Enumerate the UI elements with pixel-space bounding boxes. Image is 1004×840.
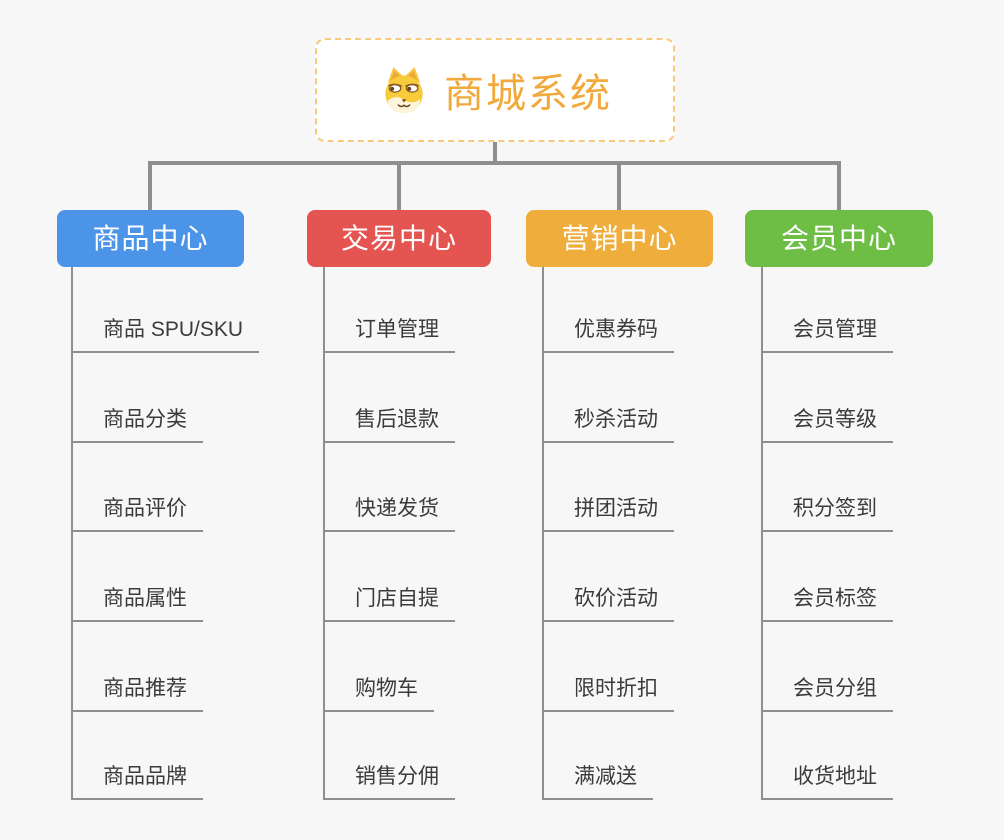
branch-node-product-center[interactable]: 商品中心 xyxy=(57,210,244,267)
connector-drop-product xyxy=(148,161,152,210)
trunk-line-product xyxy=(71,267,73,800)
leaf-node[interactable]: 会员分组 xyxy=(761,676,893,712)
branch-node-marketing-center[interactable]: 营销中心 xyxy=(526,210,713,267)
leaf-node[interactable]: 秒杀活动 xyxy=(542,407,674,443)
leaf-node[interactable]: 会员等级 xyxy=(761,407,893,443)
leaf-node[interactable]: 快递发货 xyxy=(323,496,455,532)
connector-root-drop xyxy=(493,142,497,163)
leaf-node[interactable]: 积分签到 xyxy=(761,496,893,532)
dog-face-icon xyxy=(378,64,430,116)
trunk-line-member xyxy=(761,267,763,800)
leaf-node[interactable]: 优惠券码 xyxy=(542,317,674,353)
leaf-node[interactable]: 商品 SPU/SKU xyxy=(71,317,260,353)
leaf-node[interactable]: 购物车 xyxy=(323,676,434,712)
branch-node-member-center[interactable]: 会员中心 xyxy=(745,210,933,267)
leaf-node[interactable]: 满减送 xyxy=(542,764,653,800)
leaf-node[interactable]: 会员管理 xyxy=(761,317,893,353)
root-node-mall-system[interactable]: 商城系统 xyxy=(315,38,675,142)
leaf-node[interactable]: 商品推荐 xyxy=(71,676,203,712)
leaf-node[interactable]: 门店自提 xyxy=(323,586,455,622)
connector-drop-member xyxy=(837,161,841,210)
connector-drop-trade xyxy=(397,161,401,210)
connector-drop-marketing xyxy=(617,161,621,210)
leaf-node[interactable]: 商品分类 xyxy=(71,407,203,443)
trunk-line-trade xyxy=(323,267,325,800)
trunk-line-marketing xyxy=(542,267,544,800)
leaf-node[interactable]: 商品属性 xyxy=(71,586,203,622)
leaf-node[interactable]: 砍价活动 xyxy=(542,586,674,622)
connector-horizontal-bar xyxy=(148,161,841,165)
leaf-node[interactable]: 订单管理 xyxy=(323,317,455,353)
root-title: 商城系统 xyxy=(444,72,612,116)
leaf-node[interactable]: 会员标签 xyxy=(761,586,893,622)
leaf-node[interactable]: 售后退款 xyxy=(323,407,455,443)
leaf-node[interactable]: 商品评价 xyxy=(71,496,203,532)
leaf-node[interactable]: 收货地址 xyxy=(761,764,893,800)
leaf-node[interactable]: 商品品牌 xyxy=(71,764,203,800)
leaf-node[interactable]: 限时折扣 xyxy=(542,676,674,712)
leaf-node[interactable]: 销售分佣 xyxy=(323,764,455,800)
branch-node-trade-center[interactable]: 交易中心 xyxy=(307,210,491,267)
leaf-node[interactable]: 拼团活动 xyxy=(542,496,674,532)
